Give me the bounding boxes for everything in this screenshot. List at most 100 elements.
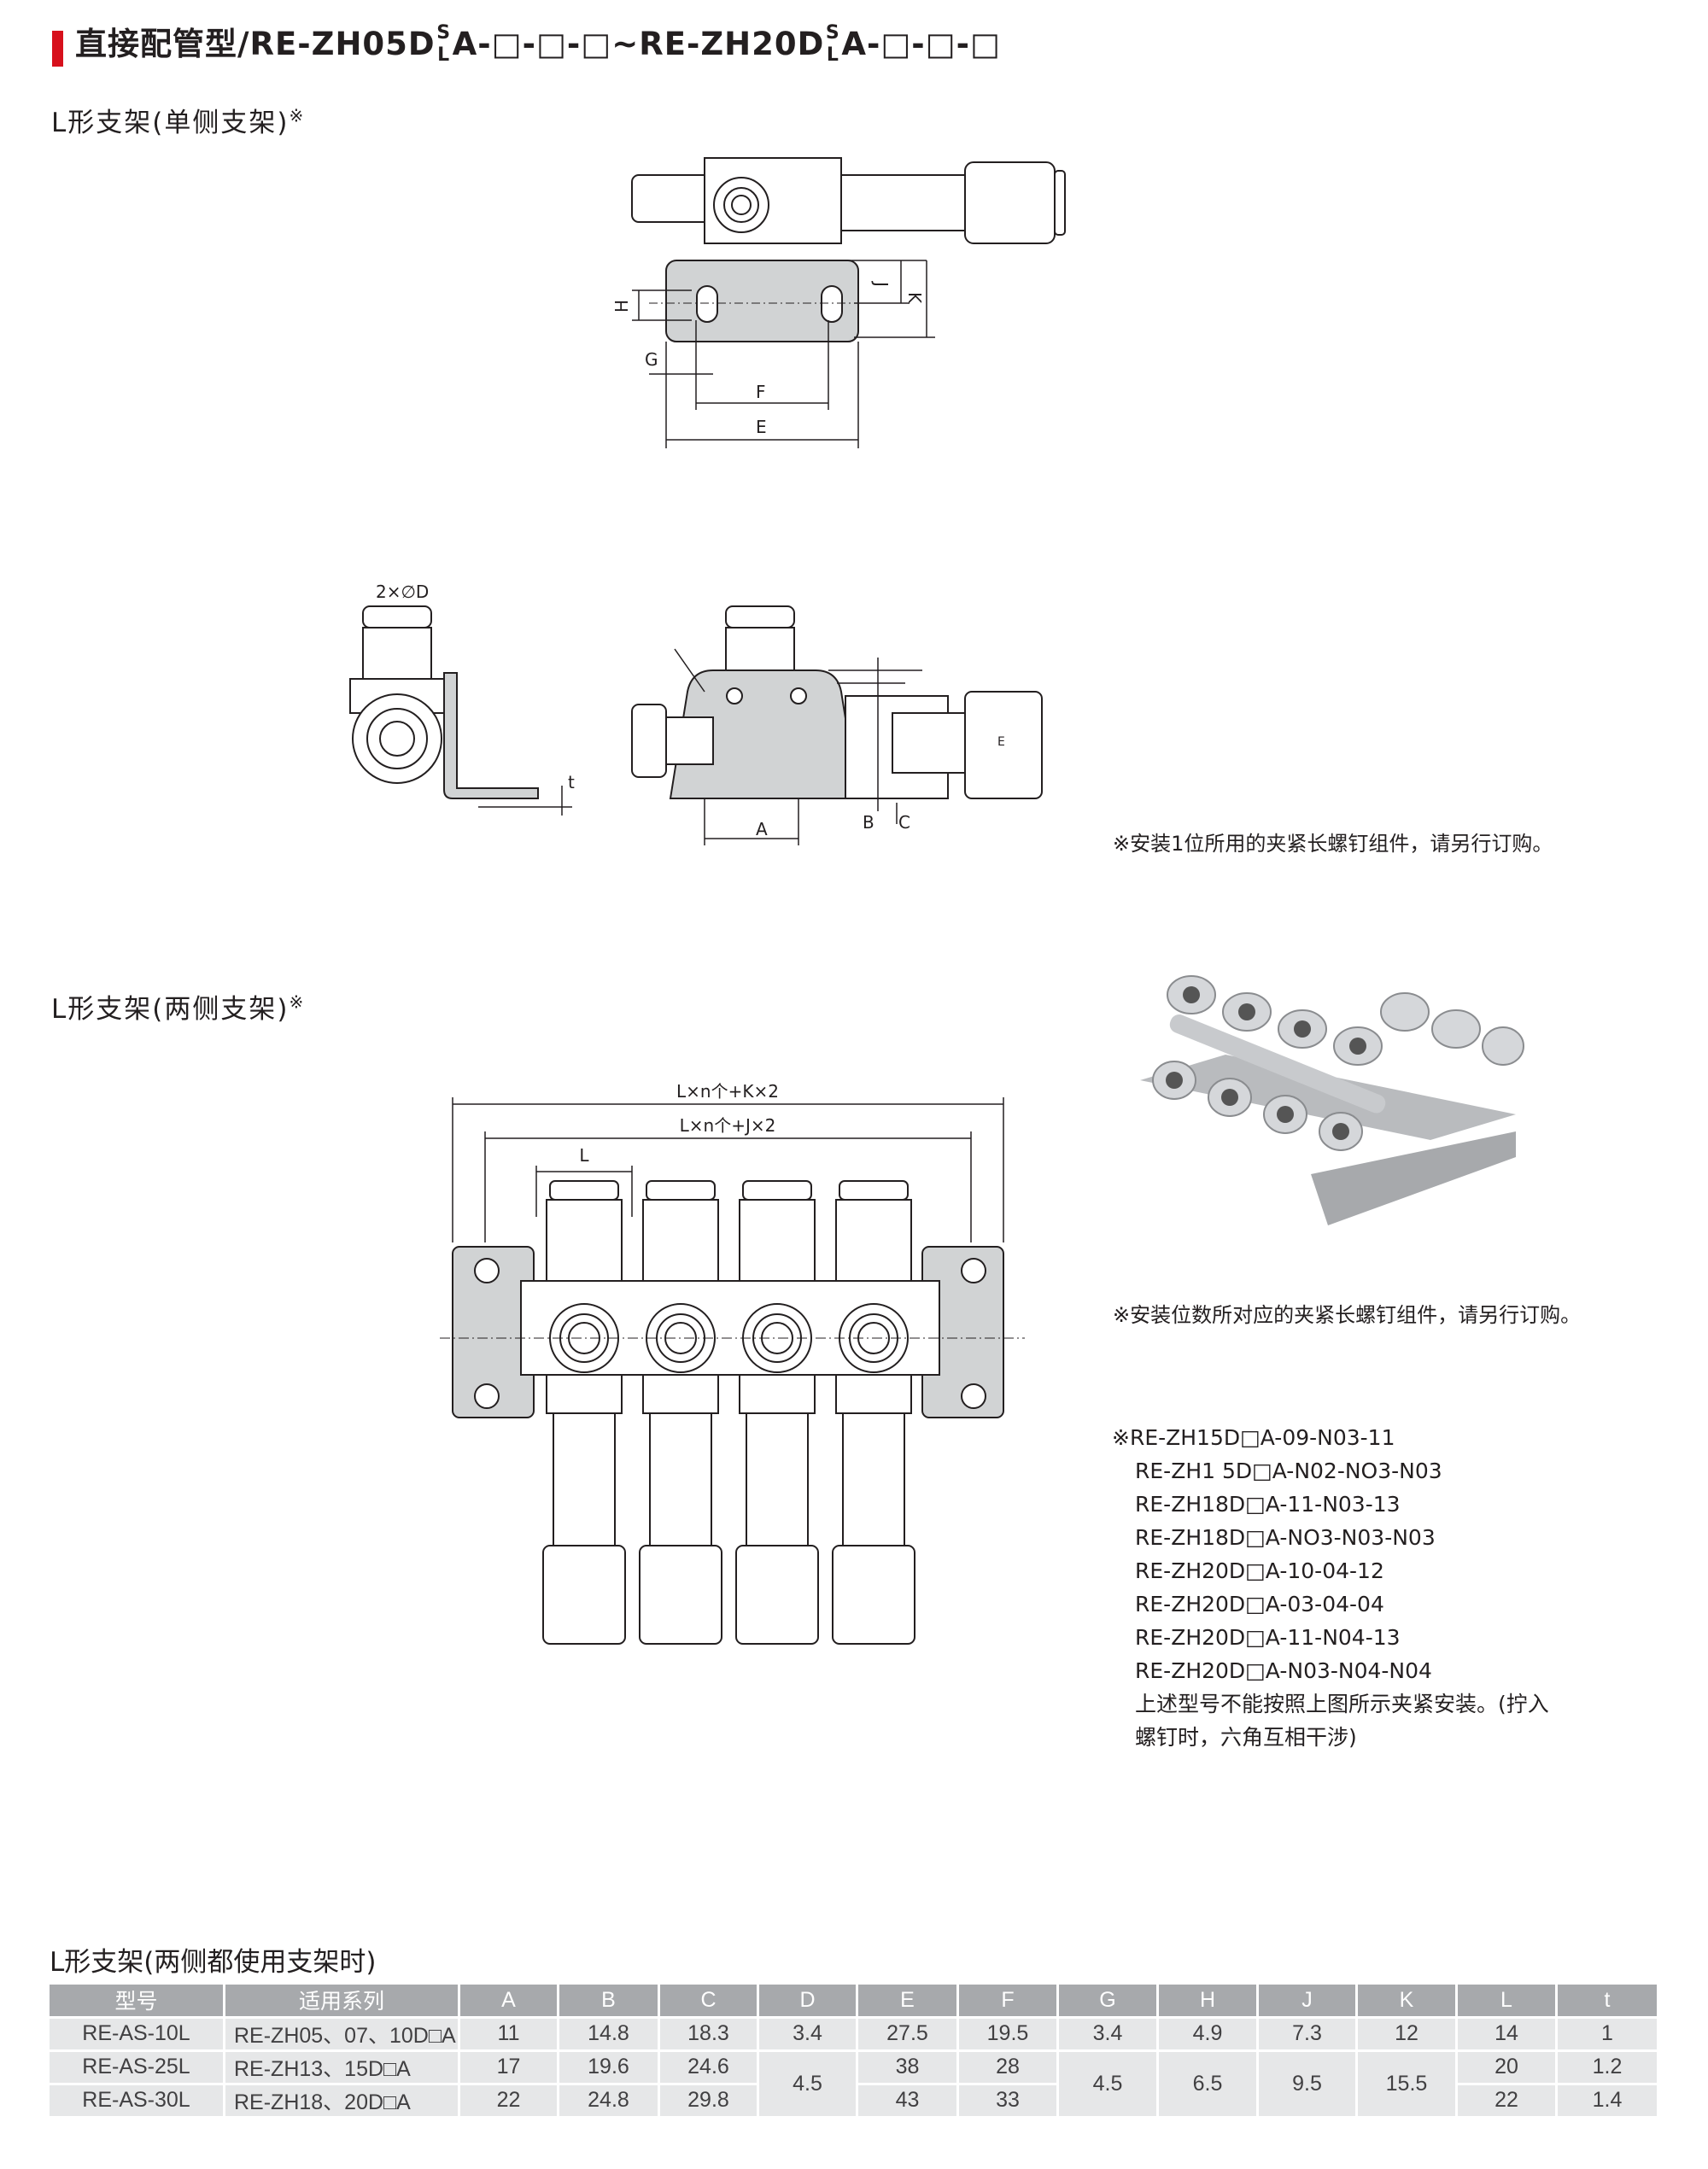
l-label: L	[437, 44, 451, 66]
table-cell: RE-ZH13、15D□A	[223, 2049, 460, 2085]
column-header: L	[1455, 1985, 1558, 2019]
table-cell: 4.9	[1156, 2015, 1259, 2052]
table-cell: 19.6	[557, 2049, 660, 2085]
manifold-port	[832, 1180, 915, 1645]
dim-label-J: J	[871, 280, 892, 287]
bracket-top-view-diagram: H J K G F E	[611, 157, 1066, 448]
table-cell: 29.8	[658, 2082, 759, 2119]
section2-note: ※安装位数所对应的夹紧长螺钉组件，请另行订购。	[1113, 1303, 1582, 1327]
column-header: C	[658, 1985, 759, 2019]
title-accent-bar	[52, 31, 63, 67]
table-cell: 38	[856, 2049, 959, 2085]
dim-label-D: 2×∅D	[376, 582, 429, 602]
column-header: J	[1256, 1985, 1358, 2019]
table-cell: 15.5	[1355, 2049, 1458, 2119]
column-header: K	[1355, 1985, 1458, 2019]
section1-title-text: L形支架(单侧支架)	[51, 108, 290, 138]
column-header: F	[956, 1985, 1059, 2019]
model-note-line: 上述型号不能按照上图所示夹紧安装。(拧入	[1135, 1692, 1549, 1716]
column-header: D	[757, 1985, 858, 2019]
model-item: RE-ZH20D□A-03-04-04	[1135, 1592, 1384, 1617]
section1-title: L形支架(单侧支架)※	[51, 101, 305, 139]
column-header: t	[1555, 1985, 1659, 2019]
table-cell: 1.2	[1555, 2049, 1659, 2085]
note-mark: ※	[289, 991, 306, 1013]
column-header: E	[856, 1985, 959, 2019]
dim-label-lxn-k: L×n个+K×2	[676, 1081, 779, 1102]
table-cell: 20	[1455, 2049, 1558, 2085]
table-cell: RE-AS-30L	[47, 2082, 225, 2119]
table-cell: 14.8	[557, 2015, 660, 2052]
model-item: RE-ZH1 5D□A-N02-NO3-N03	[1135, 1459, 1442, 1483]
section2-title: L形支架(两侧支架)※	[51, 987, 305, 1026]
dim-label-F: F	[756, 382, 766, 402]
table-cell: 33	[956, 2082, 1059, 2119]
model-item: RE-ZH18D□A-NO3-N03-N03	[1135, 1525, 1436, 1550]
manifold-port	[735, 1180, 819, 1645]
s-label: S	[825, 22, 840, 44]
column-header: 型号	[47, 1985, 225, 2019]
model-item: RE-ZH20D□A-N03-N04-N04	[1135, 1658, 1432, 1683]
table-cell: RE-AS-25L	[47, 2049, 225, 2085]
table-cell: 4.5	[757, 2049, 858, 2119]
table-cell: 43	[856, 2082, 959, 2119]
incompatible-model-list: ※RE-ZH15D□A-09-N03-11 RE-ZH1 5D□A-N02-NO…	[1112, 1421, 1549, 1754]
table-cell: RE-AS-10L	[47, 2015, 225, 2052]
dim-label-K: K	[904, 292, 925, 304]
table-cell: 24.8	[557, 2082, 660, 2119]
table-cell: 22	[458, 2082, 559, 2119]
bracket-side-front-diagram: 2×∅D t A B C E	[349, 582, 1043, 845]
table-cell: 4.5	[1056, 2049, 1159, 2119]
table-title: L形支架(两侧都使用支架时)	[50, 1947, 377, 1978]
table-cell: 12	[1355, 2015, 1458, 2052]
dim-label-C: C	[898, 812, 910, 833]
dim-label-B: B	[863, 812, 874, 833]
e-mark: E	[997, 735, 1005, 749]
model-item: RE-ZH18D□A-11-N03-13	[1135, 1492, 1401, 1517]
table-cell: 27.5	[856, 2015, 959, 2052]
table-cell: 14	[1455, 2015, 1558, 2052]
table-cell: 1.4	[1555, 2082, 1659, 2119]
dim-label-lxn-j: L×n个+J×2	[680, 1115, 776, 1136]
table-cell: 11	[458, 2015, 559, 2052]
dim-label-L: L	[579, 1145, 589, 1166]
section2-title-text: L形支架(两侧支架)	[51, 994, 290, 1025]
title-suffix: A-□-□-□	[841, 26, 1001, 62]
column-header: B	[557, 1985, 660, 2019]
title-prefix: 直接配管型/RE-ZH05D	[75, 26, 436, 62]
manifold-port	[542, 1180, 626, 1645]
title-mid: A-□-□-□~RE-ZH20D	[452, 26, 825, 62]
column-header: H	[1156, 1985, 1259, 2019]
product-photo	[1140, 975, 1524, 1225]
table-cell: 1	[1555, 2015, 1659, 2052]
l-label: L	[826, 44, 839, 66]
table-cell: 17	[458, 2049, 559, 2085]
table-cell: 18.3	[658, 2015, 759, 2052]
dim-label-G: G	[645, 349, 658, 370]
table-cell: 28	[956, 2049, 1059, 2085]
table-cell: RE-ZH18、20D□A	[223, 2082, 460, 2119]
manifold-port	[639, 1180, 722, 1645]
table-cell: 3.4	[757, 2015, 858, 2052]
s-label: S	[436, 22, 452, 44]
dim-label-H: H	[611, 300, 632, 313]
table-cell: 19.5	[956, 2015, 1059, 2052]
section1-note: ※安装1位所用的夹紧长螺钉组件，请另行订购。	[1113, 832, 1553, 856]
table-cell: 24.6	[658, 2049, 759, 2085]
note-mark: ※	[289, 105, 306, 126]
column-header: 适用系列	[223, 1985, 460, 2019]
dim-label-E: E	[756, 417, 767, 437]
model-note-line: 螺钉时，六角互相干涉)	[1135, 1725, 1357, 1750]
table-cell: 6.5	[1156, 2049, 1259, 2119]
column-header: G	[1056, 1985, 1159, 2019]
model-item: ※RE-ZH15D□A-09-N03-11	[1112, 1425, 1395, 1450]
table-cell: 22	[1455, 2082, 1558, 2119]
model-item: RE-ZH20D□A-10-04-12	[1135, 1558, 1384, 1583]
